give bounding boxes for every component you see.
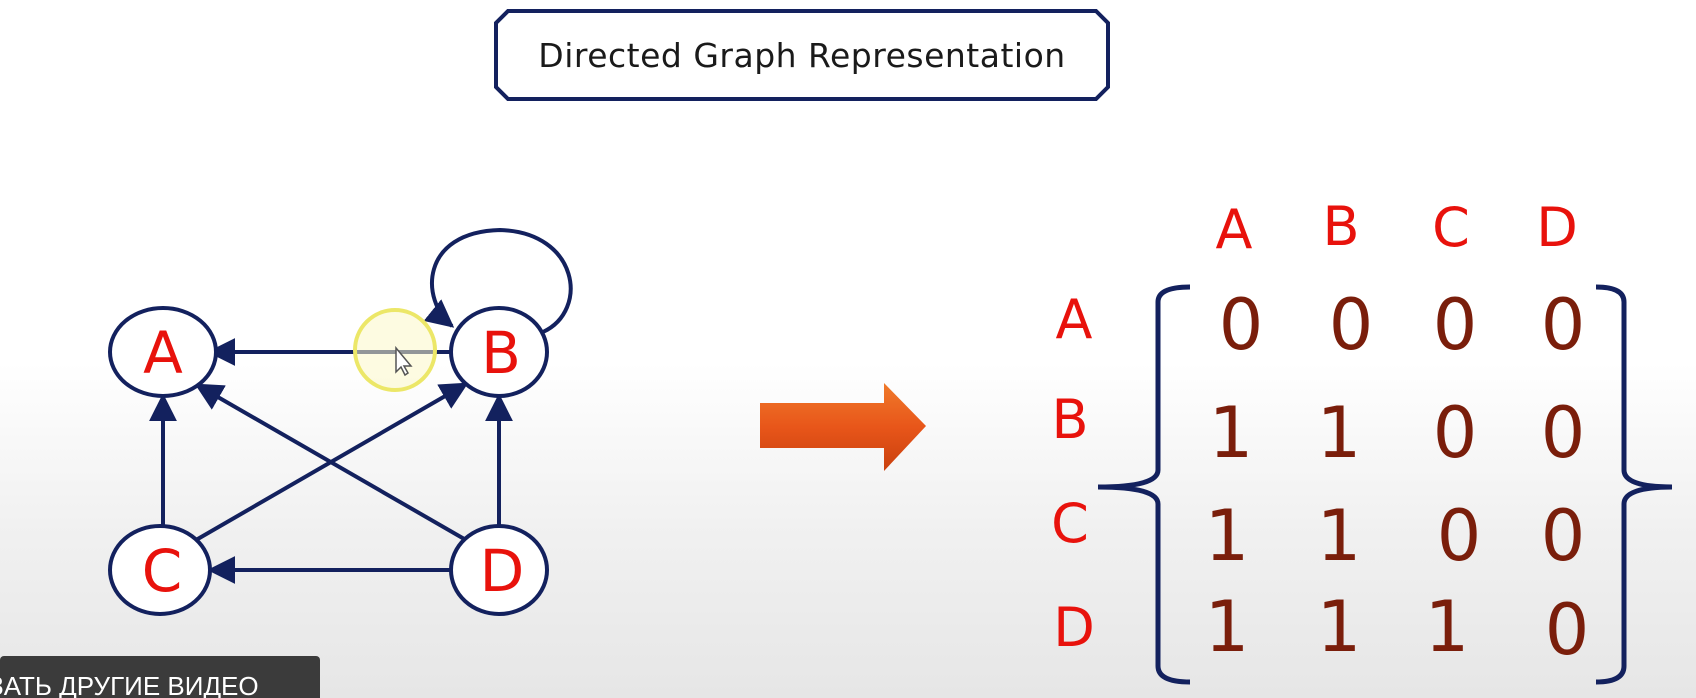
node-a-label: A <box>143 319 183 387</box>
node-d: D <box>449 524 549 616</box>
node-b-label: B <box>481 319 521 387</box>
node-d-label: D <box>480 537 525 605</box>
title-frame <box>494 9 1110 101</box>
edge-d-to-a <box>194 383 467 542</box>
right-arrow-icon <box>760 383 926 471</box>
more-videos-button[interactable]: ЗАТЬ ДРУГИЕ ВИДЕО <box>0 656 320 698</box>
node-b: B <box>449 306 549 398</box>
page-title: Directed Graph Representation <box>538 35 1066 75</box>
cursor-highlight <box>353 308 437 392</box>
edge-b-to-b <box>423 227 573 334</box>
node-c: C <box>108 524 212 616</box>
matrix-left-bracket <box>1097 284 1191 685</box>
title-box: Directed Graph Representation <box>494 9 1110 101</box>
more-videos-label: ЗАТЬ ДРУГИЕ ВИДЕО <box>0 671 259 698</box>
mouse-pointer-icon <box>395 345 413 377</box>
node-a: A <box>108 306 218 398</box>
node-c-label: C <box>142 537 183 605</box>
matrix-right-bracket <box>1595 284 1673 685</box>
